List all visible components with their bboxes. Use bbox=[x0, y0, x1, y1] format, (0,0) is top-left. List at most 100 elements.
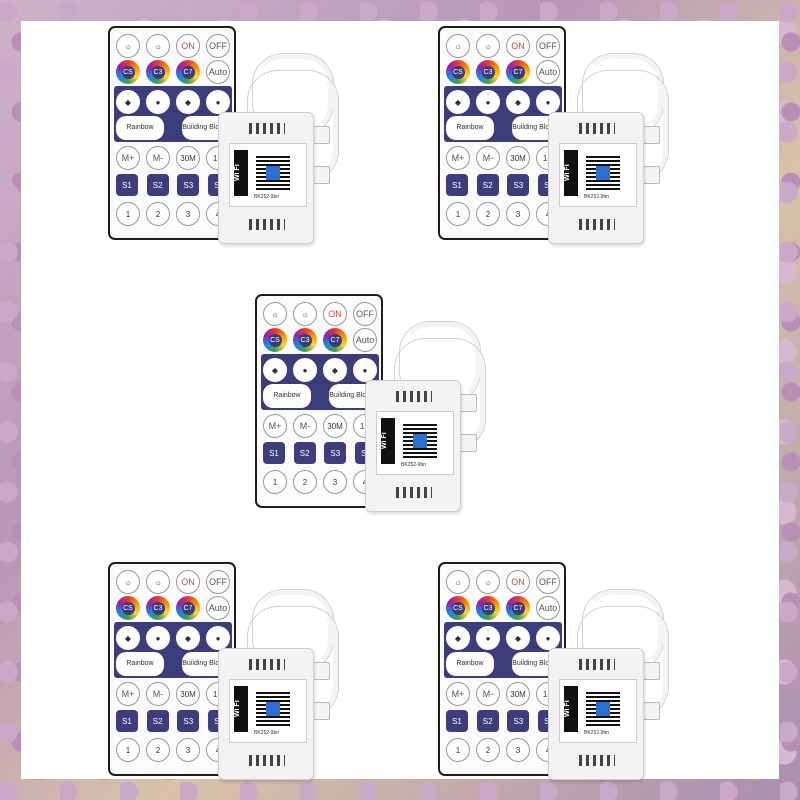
color-wheel-icon: C7 bbox=[323, 328, 347, 352]
music-2-button: 2 bbox=[293, 470, 317, 494]
brightness-up-icon: ☼ bbox=[263, 302, 287, 326]
remote-row-scene: S1 S2 S3 S4 bbox=[446, 174, 560, 196]
off-button: OFF bbox=[536, 34, 560, 58]
qr-code-icon bbox=[256, 156, 290, 190]
remote-row-power: ☼ ☼ ON OFF bbox=[116, 570, 230, 594]
music-1-button: 1 bbox=[263, 470, 287, 494]
remote-row-scene: S1 S2 S3 S4 bbox=[116, 174, 230, 196]
controller-label: Wi Fi BK252-9bn bbox=[229, 143, 307, 207]
vent bbox=[579, 123, 615, 134]
off-button: OFF bbox=[536, 570, 560, 594]
remote-row-mode: M+ M- 30M 1H bbox=[116, 682, 230, 706]
color-wheel-icon: CS bbox=[263, 328, 287, 352]
vent bbox=[249, 219, 285, 230]
effect-icon: ● bbox=[476, 90, 500, 114]
on-button: ON bbox=[506, 34, 530, 58]
wifi-badge: Wi Fi bbox=[564, 150, 578, 196]
m-plus-button: M+ bbox=[116, 146, 140, 170]
vent bbox=[249, 123, 285, 134]
remote-row-color: CS C3 C7 Auto bbox=[263, 328, 377, 352]
remote-mode-band: ◆ ● ◆ ● Rainbow Building Blocks bbox=[444, 86, 562, 142]
music-1-button: 1 bbox=[116, 738, 140, 762]
remote-row-mode: M+ M- 30M 1H bbox=[263, 414, 377, 438]
effect-icon: ◆ bbox=[506, 90, 530, 114]
remote-row-music: 1 2 3 4 bbox=[263, 470, 377, 494]
scene-s2-button: S2 bbox=[476, 174, 499, 196]
vent bbox=[396, 487, 432, 498]
remote-row-scene: S1 S2 S3 S4 bbox=[263, 442, 377, 464]
mode-row-2: Rainbow Building Blocks bbox=[116, 116, 230, 140]
brightness-down-icon: ☼ bbox=[293, 302, 317, 326]
color-wheel-icon: C3 bbox=[293, 328, 317, 352]
m-minus-button: M- bbox=[476, 682, 500, 706]
remote-row-music: 1 2 3 4 bbox=[446, 738, 560, 762]
color-wheel-icon: CS bbox=[116, 60, 140, 84]
on-button: ON bbox=[176, 34, 200, 58]
vent bbox=[579, 659, 615, 670]
off-button: OFF bbox=[353, 302, 377, 326]
brightness-up-icon: ☼ bbox=[446, 570, 470, 594]
model-number: BK252-9bn bbox=[254, 730, 280, 736]
effect-icon: ◆ bbox=[506, 626, 530, 650]
brightness-up-icon: ☼ bbox=[116, 570, 140, 594]
scene-s2-button: S2 bbox=[146, 174, 169, 196]
music-3-button: 3 bbox=[323, 470, 347, 494]
controller-label: Wi Fi BK252-9bn bbox=[229, 679, 307, 743]
m-minus-button: M- bbox=[293, 414, 317, 438]
remote-row-color: CS C3 C7 Auto bbox=[116, 596, 230, 620]
scene-s1-button: S1 bbox=[116, 174, 138, 196]
scene-s3-button: S3 bbox=[324, 442, 347, 464]
music-3-button: 3 bbox=[506, 202, 530, 226]
remote-control: ☼ ☼ ON OFF CS C3 C7 Auto ◆ ● ◆ ● Rainbo bbox=[438, 562, 566, 776]
remote-control: ☼ ☼ ON OFF CS C3 C7 Auto ◆ ● ◆ ● Rainbo bbox=[108, 562, 236, 776]
color-wheel-icon: CS bbox=[446, 60, 470, 84]
vent bbox=[579, 219, 615, 230]
effect-icon: ● bbox=[536, 90, 560, 114]
auto-button: Auto bbox=[536, 596, 560, 620]
m-minus-button: M- bbox=[146, 682, 170, 706]
remote-row-power: ☼ ☼ ON OFF bbox=[446, 34, 560, 58]
effect-icon: ● bbox=[146, 626, 170, 650]
qr-code-icon bbox=[586, 156, 620, 190]
mode-row-2: Rainbow Building Blocks bbox=[446, 116, 560, 140]
mode-row: ◆ ● ◆ ● bbox=[116, 626, 230, 650]
mode-row: ◆ ● ◆ ● bbox=[263, 358, 377, 382]
on-button: ON bbox=[506, 570, 530, 594]
scene-s3-button: S3 bbox=[507, 174, 530, 196]
mode-row-2: Rainbow Building Blocks bbox=[446, 652, 560, 676]
effect-icon: ● bbox=[476, 626, 500, 650]
remote-control: ☼ ☼ ON OFF CS C3 C7 Auto ◆ ● ◆ ● Rainbo bbox=[438, 26, 566, 240]
scene-s3-button: S3 bbox=[177, 174, 200, 196]
effect-icon: ◆ bbox=[446, 90, 470, 114]
scene-s1-button: S1 bbox=[116, 710, 138, 732]
mode-row: ◆ ● ◆ ● bbox=[446, 90, 560, 114]
color-wheel-icon: C3 bbox=[476, 596, 500, 620]
music-2-button: 2 bbox=[476, 738, 500, 762]
effect-icon: ● bbox=[536, 626, 560, 650]
color-wheel-icon: C7 bbox=[506, 60, 530, 84]
effect-icon: ● bbox=[206, 626, 230, 650]
remote-row-power: ☼ ☼ ON OFF bbox=[116, 34, 230, 58]
remote-control: ☼ ☼ ON OFF CS C3 C7 Auto ◆ ● ◆ ● Rainbo bbox=[108, 26, 236, 240]
music-3-button: 3 bbox=[176, 202, 200, 226]
vent bbox=[396, 391, 432, 402]
color-wheel-icon: C3 bbox=[146, 60, 170, 84]
wifi-badge: Wi Fi bbox=[381, 418, 395, 464]
remote-row-scene: S1 S2 S3 S4 bbox=[446, 710, 560, 732]
qr-code-icon bbox=[403, 424, 437, 458]
remote-row-power: ☼ ☼ ON OFF bbox=[263, 302, 377, 326]
rainbow-button: Rainbow bbox=[446, 652, 494, 676]
music-2-button: 2 bbox=[146, 738, 170, 762]
effect-icon: ● bbox=[293, 358, 317, 382]
model-number: BK252-9bn bbox=[584, 730, 610, 736]
scene-s1-button: S1 bbox=[446, 174, 468, 196]
controller-label: Wi Fi BK252-9bn bbox=[559, 679, 637, 743]
rainbow-button: Rainbow bbox=[116, 116, 164, 140]
auto-button: Auto bbox=[206, 60, 230, 84]
remote-mode-band: ◆ ● ◆ ● Rainbow Building Blocks bbox=[444, 622, 562, 678]
m-plus-button: M+ bbox=[446, 146, 470, 170]
wifi-controller: Wi Fi BK252-9bn bbox=[548, 112, 644, 244]
effect-icon: ◆ bbox=[116, 626, 140, 650]
controller-label: Wi Fi BK252-9bn bbox=[559, 143, 637, 207]
scene-s2-button: S2 bbox=[476, 710, 499, 732]
